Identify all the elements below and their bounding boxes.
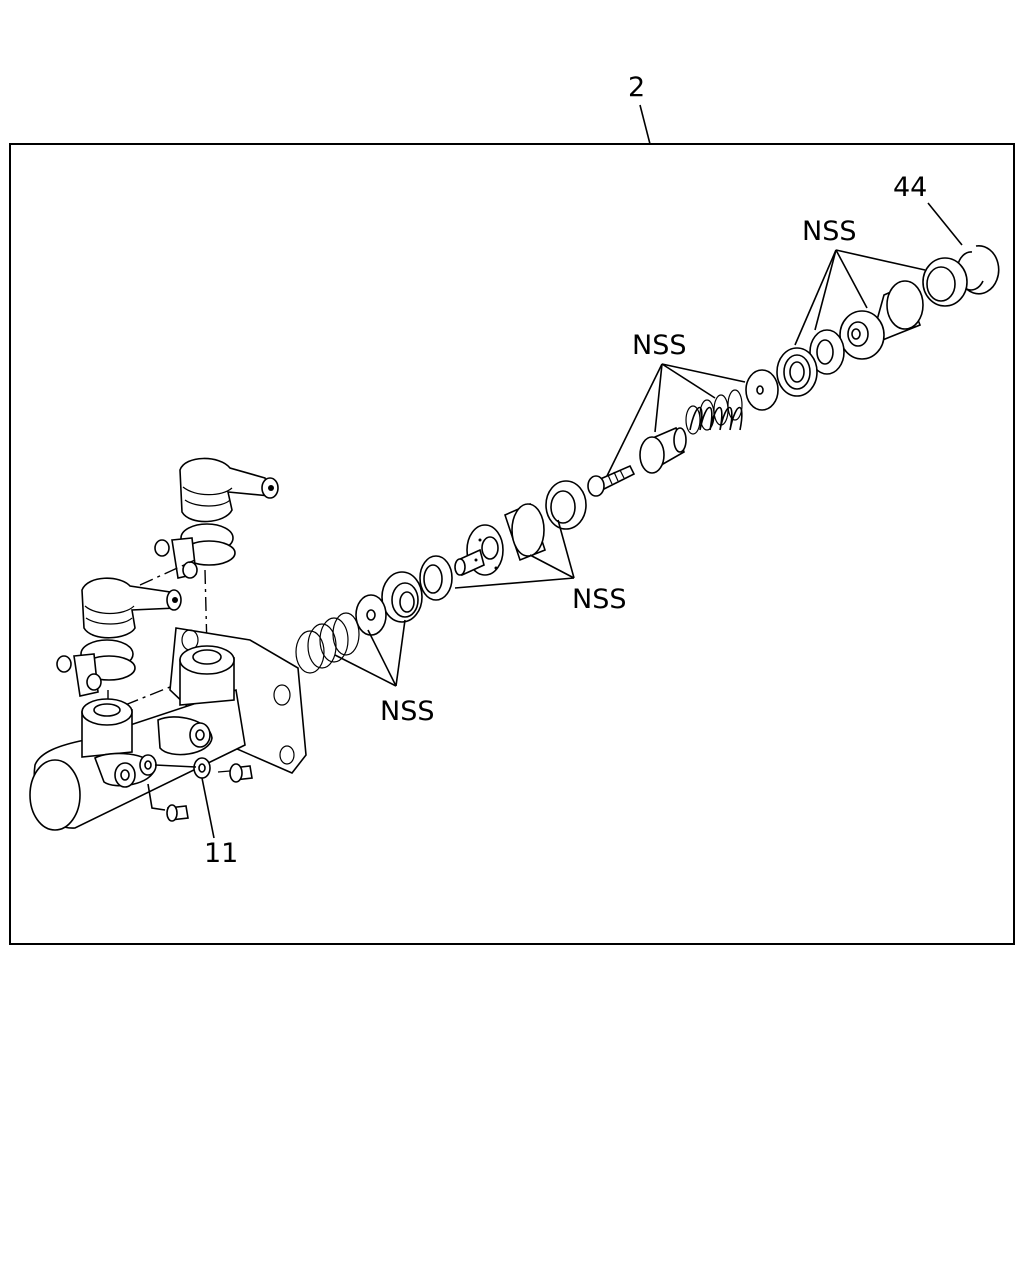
secondary-cup-seal [922,257,968,307]
assembly-line-diagonal-1 [139,559,196,586]
nss-leaders-top-right [794,249,926,346]
master-cylinder-body [29,627,307,831]
secondary-piston [839,280,924,360]
primary-spacer [355,594,387,636]
nss-label-mid: NSS [572,584,626,615]
diagram-frame [9,143,1015,945]
nss-leaders-lower-left [334,619,406,687]
assembly-line-gasket [154,764,197,768]
primary-cup-seal [545,480,587,530]
nss-label-top-right: NSS [802,216,856,247]
callout-2: 2 [628,72,645,103]
nss-label-lower-left: NSS [380,696,434,727]
upper-reservoir-fitting [179,457,279,523]
nss-leaders-upper-mid [604,363,746,481]
nss-leaders-mid [454,519,575,589]
stopper-screw [217,763,253,783]
spring-coils [685,389,743,435]
nss-label-upper-mid: NSS [632,330,686,361]
spring-retainer [639,426,687,474]
callout-11: 11 [204,838,238,869]
leader-44 [927,202,963,246]
lower-reservoir-fitting [81,577,182,639]
leader-2 [639,104,651,145]
primary-seal-cup [381,571,423,623]
leader-11 [201,777,215,839]
assembly-line-diagonal-2 [124,684,176,706]
lower-hose-clamp [56,639,136,697]
callout-44: 44 [893,172,927,203]
primary-piston [454,502,546,577]
spring-seat [745,369,779,411]
primary-return-spring [295,612,360,674]
primary-washer [419,555,453,601]
gasket-washer [193,757,211,779]
bleeder-screw [147,783,189,822]
upper-hose-clamp [154,523,236,579]
secondary-washer [809,329,845,375]
stopper-bolt [587,464,636,497]
secondary-seal-cup [776,347,818,397]
